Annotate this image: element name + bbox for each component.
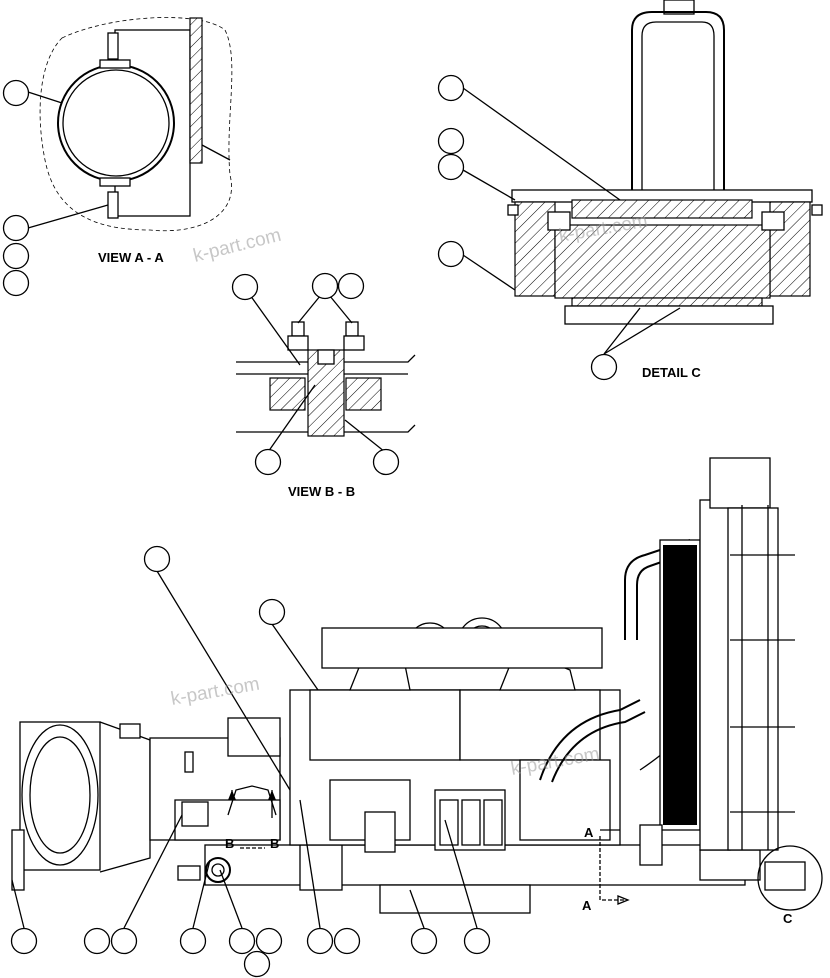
callout-bubble (2, 269, 30, 297)
callout-bubble (243, 950, 271, 978)
view-a-a: VIEW A - A (2, 17, 233, 297)
leader-lines (11, 570, 478, 929)
radiator-core (663, 545, 697, 825)
watermark: k-part.com (191, 225, 283, 267)
callout-bubble (311, 272, 339, 300)
callout-bubble (437, 153, 465, 181)
view-b-b-label: VIEW B - B (288, 484, 355, 499)
detail-c-marker: C (783, 911, 793, 926)
watermark: k-part.com (169, 674, 261, 710)
callout-bubble (254, 448, 282, 476)
callout-bubble (333, 927, 361, 955)
main-callouts (10, 545, 491, 978)
callout-bubble (372, 448, 400, 476)
callout-bubble (10, 927, 38, 955)
callout-bubble (110, 927, 138, 955)
callout-bubble (2, 214, 30, 242)
callout-bubble (179, 927, 207, 955)
view-a-a-label: VIEW A - A (98, 250, 164, 265)
callout-bubble (437, 74, 465, 102)
callout-bubble (2, 242, 30, 270)
callout-bubble (337, 272, 365, 300)
callout-bubble (437, 127, 465, 155)
section-b-label-right: B (270, 836, 279, 851)
callout-bubble (463, 927, 491, 955)
callout-bubble (2, 79, 30, 107)
detail-c: DETAIL C (437, 0, 823, 381)
callout-bubble (231, 273, 259, 301)
callout-bubble (590, 353, 618, 381)
callout-bubble (143, 545, 171, 573)
callout-bubble (255, 927, 283, 955)
callout-bubble (228, 927, 256, 955)
section-a-label-lower: A (582, 898, 592, 913)
callout-bubble (410, 927, 438, 955)
engine-assembly (11, 457, 823, 914)
section-a-label-upper: A (584, 825, 594, 840)
callout-bubble (306, 927, 334, 955)
callout-bubble (258, 598, 286, 626)
section-b-label-left: B (225, 836, 234, 851)
callout-bubble (83, 927, 111, 955)
callout-bubble (437, 240, 465, 268)
view-b-b: VIEW B - B (231, 272, 416, 499)
detail-c-label: DETAIL C (642, 365, 701, 380)
